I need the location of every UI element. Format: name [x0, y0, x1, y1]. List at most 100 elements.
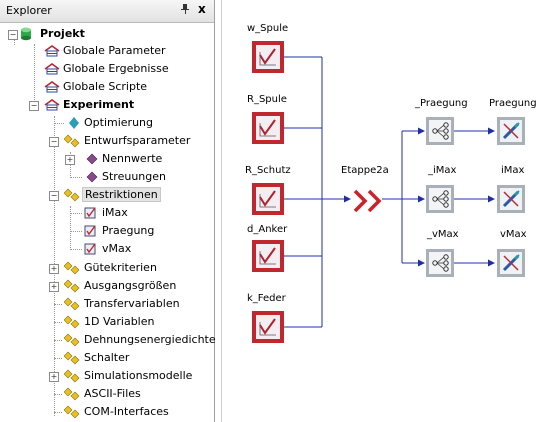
- input-block-r-spule[interactable]: [252, 112, 284, 144]
- pin-icon[interactable]: [180, 3, 190, 18]
- diamond-icon: [68, 116, 82, 130]
- tree-item-com-interfaces[interactable]: COM-Interfaces: [0, 404, 214, 421]
- expand-icon[interactable]: +: [49, 372, 59, 382]
- expand-icon[interactable]: +: [49, 264, 59, 274]
- tree-item-dehnungsenergiedichte[interactable]: Dehnungsenergiedichte: [0, 332, 216, 349]
- branch-block-vmax[interactable]: [426, 249, 454, 277]
- restriction-icon: [84, 242, 98, 256]
- branch-label-imax: _iMax: [427, 165, 457, 176]
- stage-label: Etappe2a: [341, 165, 389, 176]
- tree-item-label: Optimierung: [84, 116, 153, 129]
- explorer-titlebar: Explorer x: [0, 0, 214, 23]
- collapse-icon[interactable]: −: [29, 101, 39, 111]
- flow-diagram: w_Spule R_Spule R_Schutz d_Anker: [245, 23, 537, 343]
- input-block-r-schutz[interactable]: [252, 183, 284, 215]
- tree-item-label: Globale Scripte: [63, 80, 148, 93]
- tree-item-streuungen[interactable]: Streuungen: [0, 169, 214, 186]
- folder-diamond-icon: [63, 261, 80, 275]
- output-block-vmax[interactable]: [497, 249, 525, 277]
- expand-icon[interactable]: +: [65, 155, 75, 165]
- house-icon: [44, 63, 60, 77]
- restriction-icon: [84, 224, 98, 238]
- diagram-canvas[interactable]: w_Spule R_Spule R_Schutz d_Anker: [221, 0, 548, 422]
- input-label-r-schutz: R_Schutz: [245, 165, 291, 176]
- tree-item-globale-parameter[interactable]: Globale Parameter: [0, 43, 214, 60]
- output-label-vmax: vMax: [500, 229, 527, 240]
- restriction-icon: [84, 206, 98, 220]
- tree-item-optimierung[interactable]: Optimierung: [0, 115, 214, 132]
- tree-item-vmax[interactable]: vMax: [0, 241, 214, 258]
- output-label-imax: iMax: [501, 165, 525, 176]
- tree-item-globale-scripte[interactable]: Globale Scripte: [0, 79, 214, 96]
- house-icon: [44, 45, 60, 59]
- tree-item-globale-ergebnisse[interactable]: Globale Ergebnisse: [0, 61, 214, 78]
- tree-item-label: ASCII-Files: [84, 387, 141, 400]
- tree-item-label: Experiment: [63, 98, 135, 111]
- tree-item-transfervariablen[interactable]: Transfervariablen: [0, 296, 214, 313]
- tree-item-label: Schalter: [84, 351, 130, 364]
- tree-item-1d-variablen[interactable]: 1D Variablen: [0, 314, 214, 331]
- tree-item-label: Praegung: [102, 224, 155, 237]
- tree-item-ascii-files[interactable]: ASCII-Files: [0, 386, 214, 403]
- branch-block-praegung[interactable]: [426, 117, 454, 145]
- house-icon: [44, 81, 60, 95]
- tree-item-label: 1D Variablen: [84, 315, 155, 328]
- tree-item-restriktionen[interactable]: − Restriktionen: [0, 187, 214, 204]
- tree-item-imax[interactable]: iMax: [0, 205, 214, 222]
- input-block-d-anker[interactable]: [252, 240, 284, 272]
- output-block-imax[interactable]: [497, 185, 525, 213]
- tree-item-ausgangsgroessen[interactable]: + Ausgangsgrößen: [0, 278, 214, 295]
- close-icon[interactable]: x: [198, 2, 206, 16]
- folder-diamond-icon: [63, 188, 80, 202]
- output-block-praegung[interactable]: [497, 117, 525, 145]
- tree-item-label: iMax: [102, 206, 128, 219]
- expand-icon[interactable]: +: [49, 282, 59, 292]
- collapse-icon[interactable]: −: [49, 137, 59, 147]
- branch-label-vmax: _vMax: [426, 229, 459, 240]
- tree-item-praegung[interactable]: Praegung: [0, 223, 214, 240]
- purple-diamond-icon: [86, 171, 100, 185]
- purple-diamond-icon: [86, 153, 100, 167]
- tree-item-label: Entwurfsparameter: [84, 134, 191, 147]
- tree-item-simulationsmodelle[interactable]: + Simulationsmodelle: [0, 368, 214, 385]
- folder-diamond-icon: [63, 387, 80, 401]
- input-label-k-feder: k_Feder: [247, 293, 287, 304]
- tree-item-label: Gütekriterien: [84, 261, 157, 274]
- folder-diamond-icon: [63, 279, 80, 293]
- branch-block-imax[interactable]: [426, 185, 454, 213]
- tree-item-label: Streuungen: [102, 170, 166, 183]
- house-icon: [44, 99, 60, 113]
- branch-label-praegung: _Praegung: [414, 98, 468, 109]
- tree-item-label: Dehnungsenergiedichte: [84, 333, 216, 346]
- input-label-w-spule: w_Spule: [247, 23, 288, 34]
- tree-item-guetekriterien[interactable]: + Gütekriterien: [0, 260, 214, 277]
- tree-item-label: Globale Parameter: [63, 44, 166, 57]
- tree-item-experiment[interactable]: − Experiment: [0, 97, 214, 114]
- tree-item-label: Transfervariablen: [84, 297, 180, 310]
- collapse-icon[interactable]: −: [8, 30, 18, 40]
- tree-item-label: Restriktionen: [82, 187, 161, 202]
- tree-item-schalter[interactable]: Schalter: [0, 350, 214, 367]
- explorer-title: Explorer: [6, 4, 52, 17]
- folder-diamond-icon: [63, 369, 80, 383]
- tree-item-label: Nennwerte: [102, 152, 163, 165]
- folder-diamond-icon: [63, 405, 80, 419]
- folder-diamond-icon: [63, 315, 80, 329]
- tree-item-projekt[interactable]: − Projekt: [0, 26, 214, 43]
- folder-diamond-icon: [63, 297, 80, 311]
- tree-item-label: Globale Ergebnisse: [63, 62, 169, 75]
- tree-item-label: Ausgangsgrößen: [84, 279, 177, 292]
- tree-item-entwurfsparameter[interactable]: − Entwurfsparameter: [0, 133, 214, 150]
- tree-item-nennwerte[interactable]: + Nennwerte: [0, 151, 214, 168]
- folder-diamond-icon: [63, 351, 80, 365]
- input-block-k-feder[interactable]: [252, 311, 284, 343]
- folder-diamond-icon: [63, 134, 80, 148]
- tree-item-label: Projekt: [40, 27, 85, 40]
- input-block-w-spule[interactable]: [252, 41, 284, 73]
- collapse-icon[interactable]: −: [49, 191, 59, 201]
- tree-item-label: COM-Interfaces: [84, 405, 169, 418]
- input-label-d-anker: d_Anker: [247, 224, 288, 235]
- database-icon: [20, 27, 34, 41]
- stage-block-etappe2a[interactable]: [353, 189, 382, 213]
- tree-item-label: vMax: [102, 242, 132, 255]
